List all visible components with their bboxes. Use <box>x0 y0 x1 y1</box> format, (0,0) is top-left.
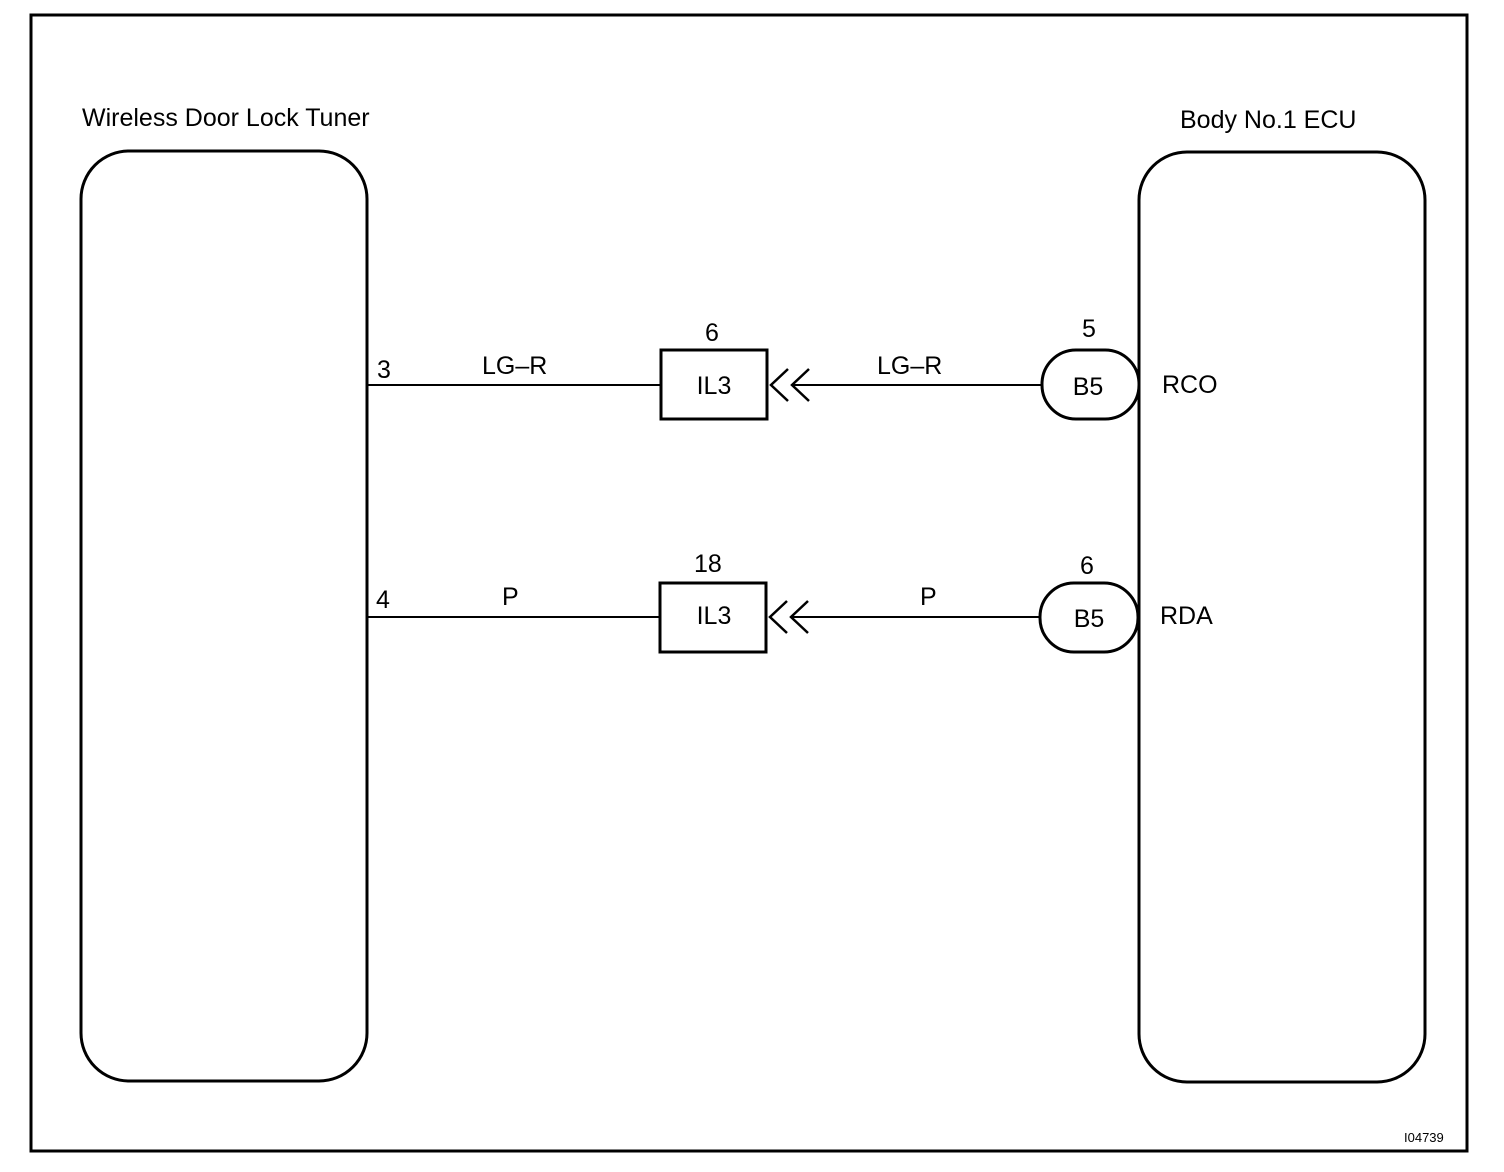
tuner-title: Wireless Door Lock Tuner <box>82 104 370 132</box>
connector-arrow-2a <box>768 600 788 634</box>
connector-oval-1 <box>1040 348 1141 421</box>
junction-label-1: IL3 <box>697 372 732 400</box>
connector-arrow-1a <box>769 368 789 402</box>
wire-color-right-1: LG–R <box>877 352 942 380</box>
junction-box-1 <box>659 348 769 421</box>
figure-id: I04739 <box>1404 1130 1444 1145</box>
wire-color-right-2: P <box>920 583 937 611</box>
connector-label-1: B5 <box>1073 373 1104 401</box>
junction-pin-1: 6 <box>705 319 719 347</box>
wire-color-left-1: LG–R <box>482 352 547 380</box>
tuner-pin-1: 3 <box>377 356 391 384</box>
connector-label-2: B5 <box>1074 605 1105 633</box>
connector-oval-2 <box>1038 581 1140 654</box>
junction-box-2 <box>658 581 768 654</box>
tuner-body <box>79 149 369 1083</box>
connector-pin-2: 6 <box>1080 552 1094 580</box>
circuit-rda: 4 P 18 IL3 P 6 B5 RDA <box>368 550 1213 654</box>
junction-pin-2: 18 <box>694 550 722 578</box>
diagram-frame <box>29 13 1469 1153</box>
ecu-terminal-2: RDA <box>1160 602 1213 630</box>
ecu-terminal-1: RCO <box>1162 371 1218 399</box>
junction-label-2: IL3 <box>697 602 732 630</box>
ecu-title: Body No.1 ECU <box>1180 106 1356 134</box>
tuner-pin-2: 4 <box>376 586 390 614</box>
wire-color-left-2: P <box>502 583 519 611</box>
connector-pin-1: 5 <box>1082 315 1096 343</box>
circuit-rco: 3 LG–R 6 IL3 LG–R 5 B5 RCO <box>368 315 1218 421</box>
